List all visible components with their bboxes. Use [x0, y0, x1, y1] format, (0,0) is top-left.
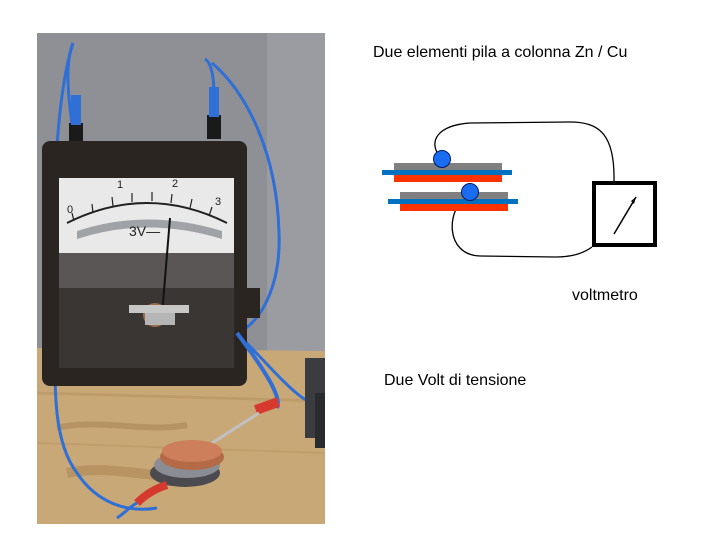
- voltmeter-photo: 0 1 2 3 3V—: [37, 33, 325, 524]
- cell-1-conductor: [382, 170, 512, 175]
- meter-tick-1: 1: [117, 179, 123, 191]
- meter-tick-3: 3: [215, 196, 221, 208]
- voltmeter-symbol: [592, 181, 657, 247]
- cell-2-copper-plate: [400, 204, 508, 211]
- top-contact-dot: [433, 150, 451, 168]
- circuit-diagram: [382, 121, 657, 258]
- cell-1-copper-plate: [394, 175, 502, 182]
- voltmeter-needle: [613, 196, 637, 235]
- meter-scale-text: 3V—: [129, 223, 160, 239]
- voltmeter-label: voltmetro: [572, 287, 638, 304]
- meter-tick-2: 2: [172, 178, 178, 190]
- bottom-wire: [451, 192, 593, 258]
- tension-label: Due Volt di tensione: [384, 372, 527, 389]
- cell-2-conductor: [388, 199, 518, 204]
- slide-title: Due elementi pila a colonna Zn / Cu: [373, 44, 628, 61]
- bottom-contact-dot: [461, 183, 479, 201]
- cell-2-zinc-plate: [400, 192, 508, 199]
- top-wire: [434, 121, 615, 183]
- cell-1-zinc-plate: [394, 163, 502, 170]
- meter-tick-0: 0: [67, 204, 73, 216]
- voltmeter-arrowhead: [631, 197, 636, 204]
